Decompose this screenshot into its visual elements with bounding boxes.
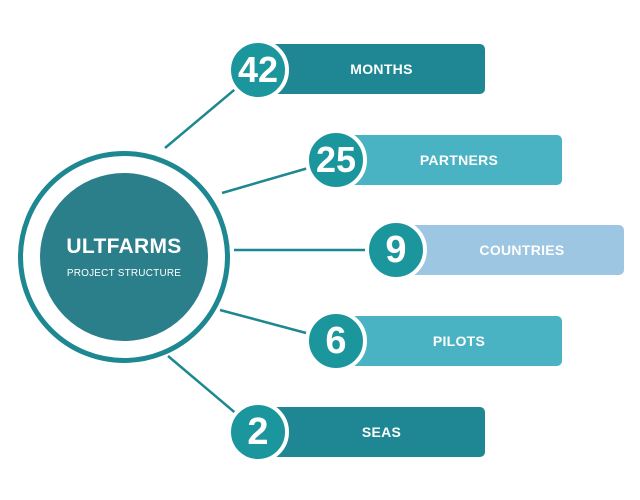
- countries-bar: COUNTRIES: [408, 225, 624, 275]
- partners-number-circle: 25: [305, 129, 367, 191]
- partners-number: 25: [315, 139, 357, 180]
- countries-number-circle: 9: [365, 219, 427, 281]
- seas-number: 2: [247, 410, 269, 453]
- pilots-number-circle: 6: [305, 310, 367, 372]
- pilots-bar: PILOTS: [346, 316, 562, 366]
- months-label: MONTHS: [350, 61, 413, 77]
- countries-label: COUNTRIES: [479, 242, 565, 258]
- partners-bar: PARTNERS: [346, 135, 562, 185]
- hub-circle: ULTFARMS PROJECT STRUCTURE: [40, 173, 208, 341]
- months-number: 42: [237, 49, 279, 90]
- partners-label: PARTNERS: [419, 152, 499, 168]
- seas-bar: SEAS: [268, 407, 485, 457]
- pilots-number: 6: [325, 319, 347, 362]
- months-number-circle: 42: [227, 39, 289, 101]
- hub-title: ULTFARMS: [66, 235, 182, 258]
- pilots-label: PILOTS: [432, 333, 486, 349]
- seas-number-circle: 2: [227, 401, 289, 463]
- seas-label: SEAS: [361, 424, 402, 440]
- countries-number: 9: [385, 228, 407, 271]
- months-bar: MONTHS: [268, 44, 485, 94]
- hub-subtitle: PROJECT STRUCTURE: [66, 268, 182, 279]
